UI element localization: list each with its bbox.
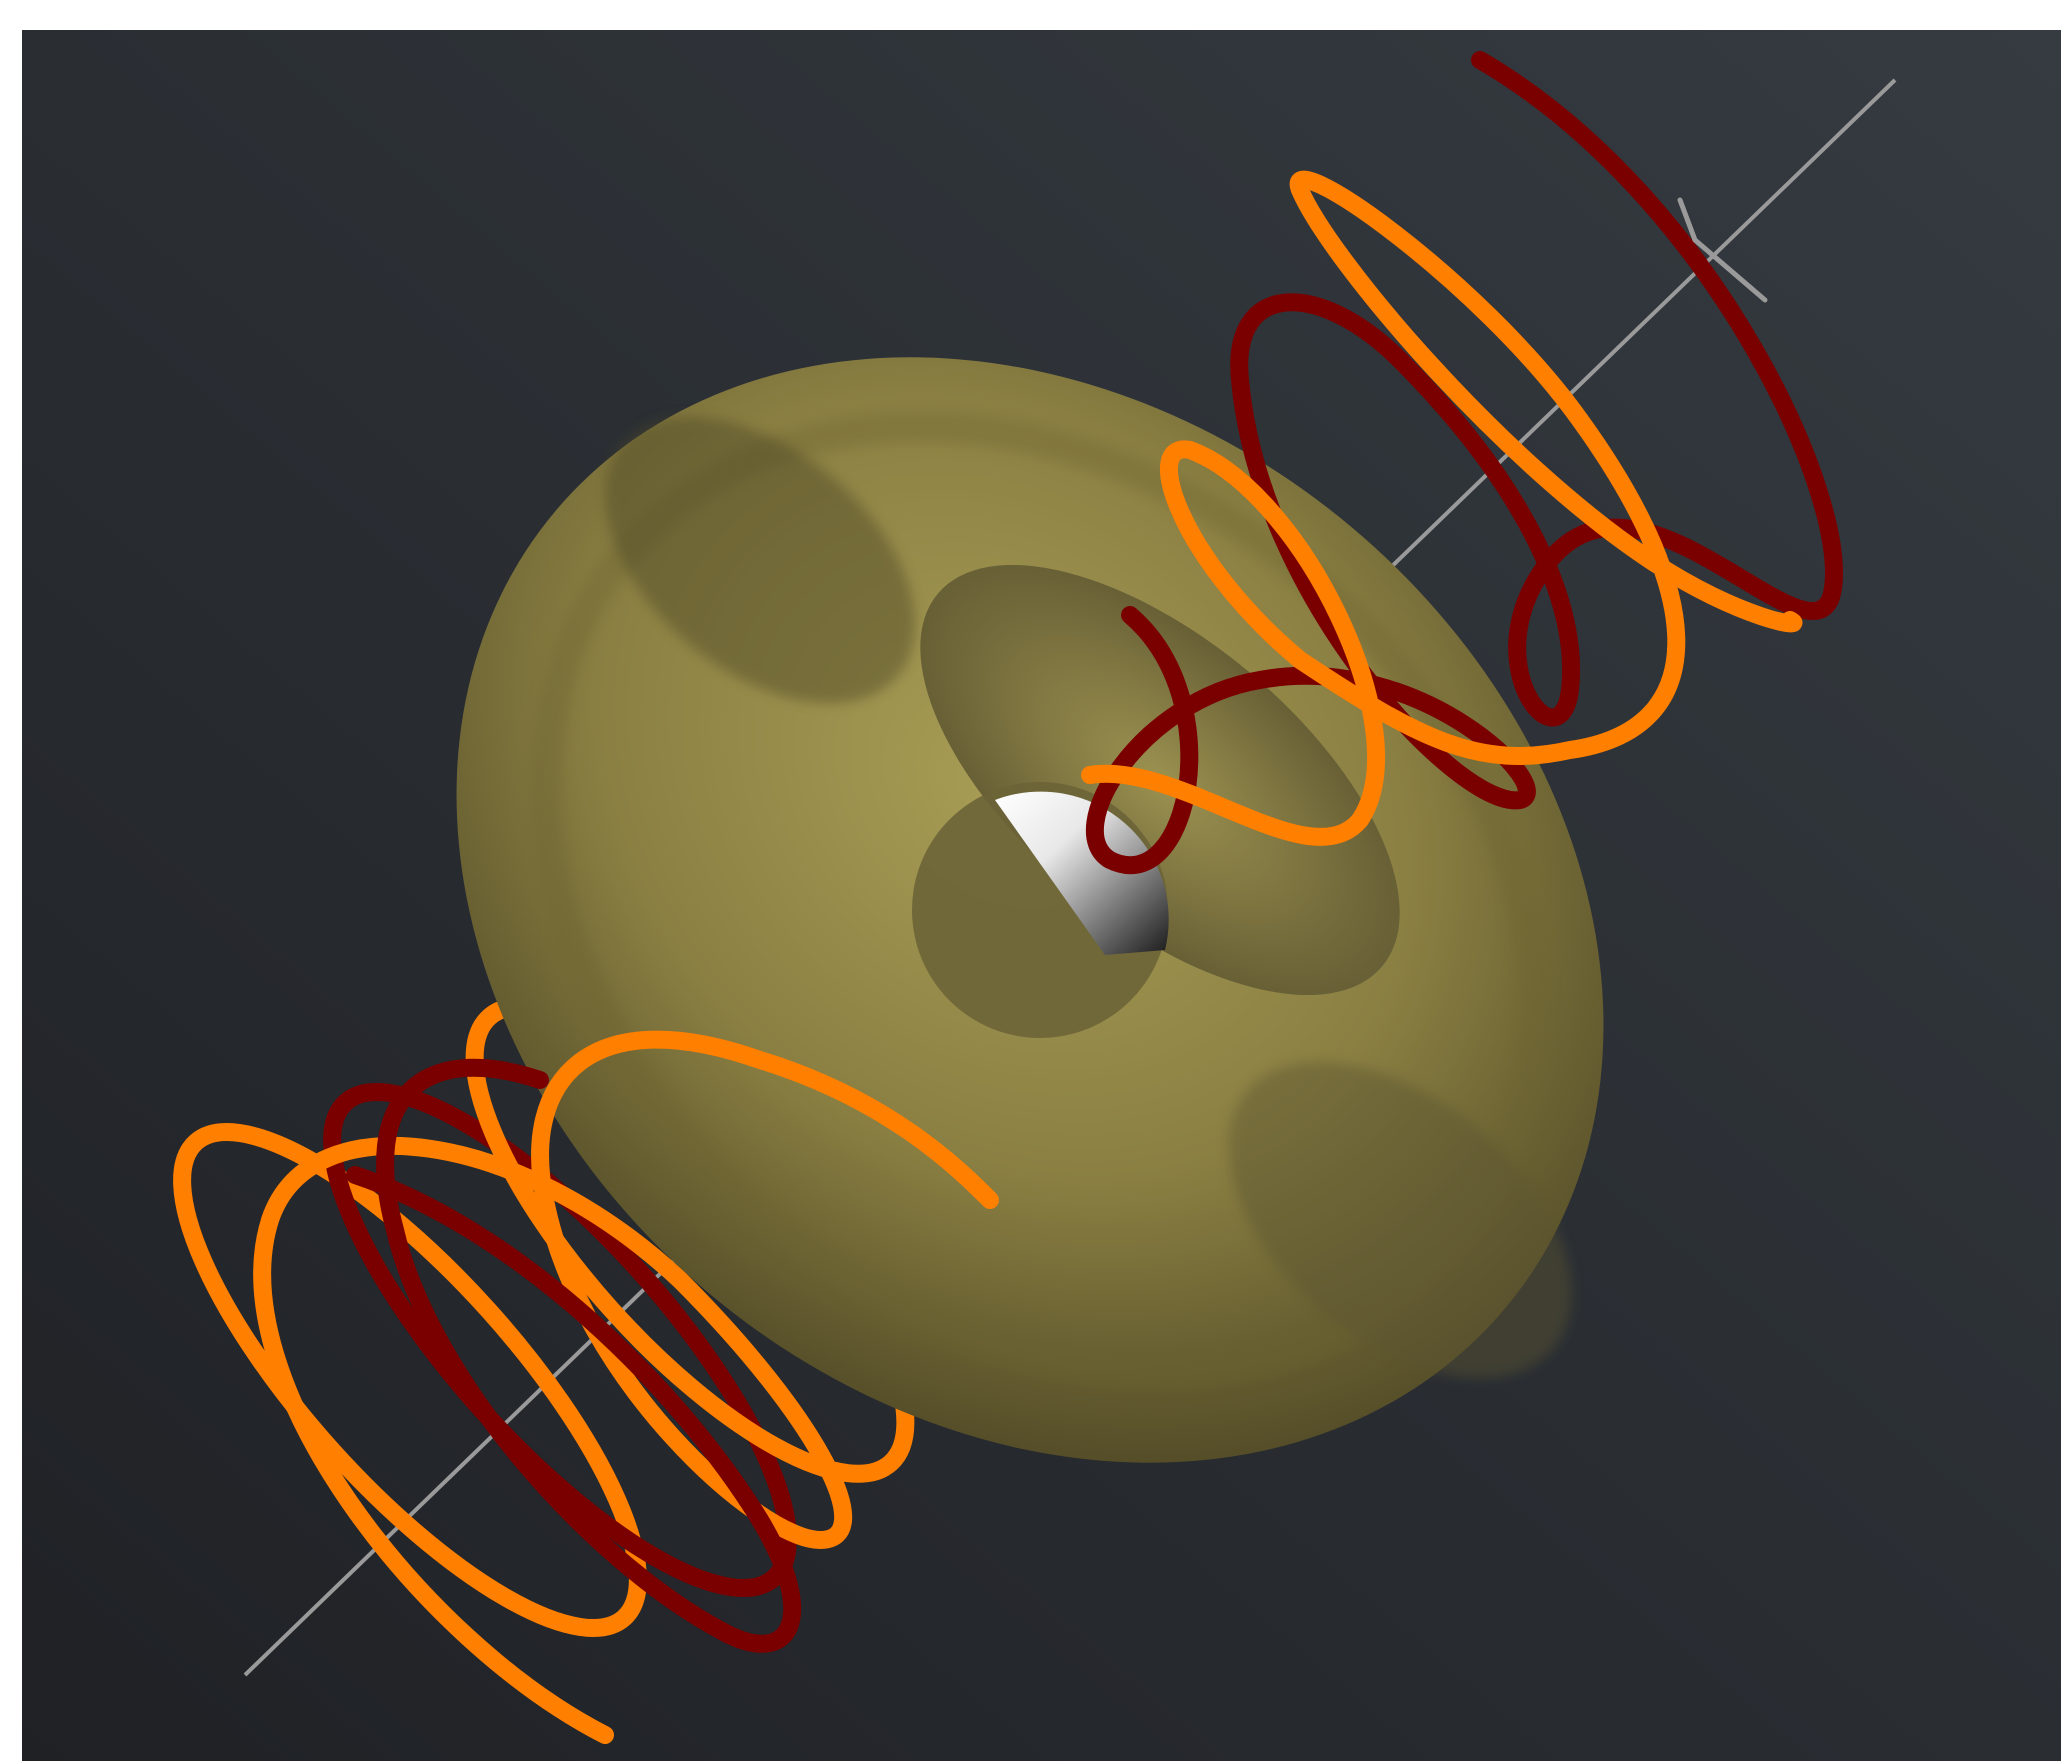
sphere — [912, 782, 1169, 1038]
